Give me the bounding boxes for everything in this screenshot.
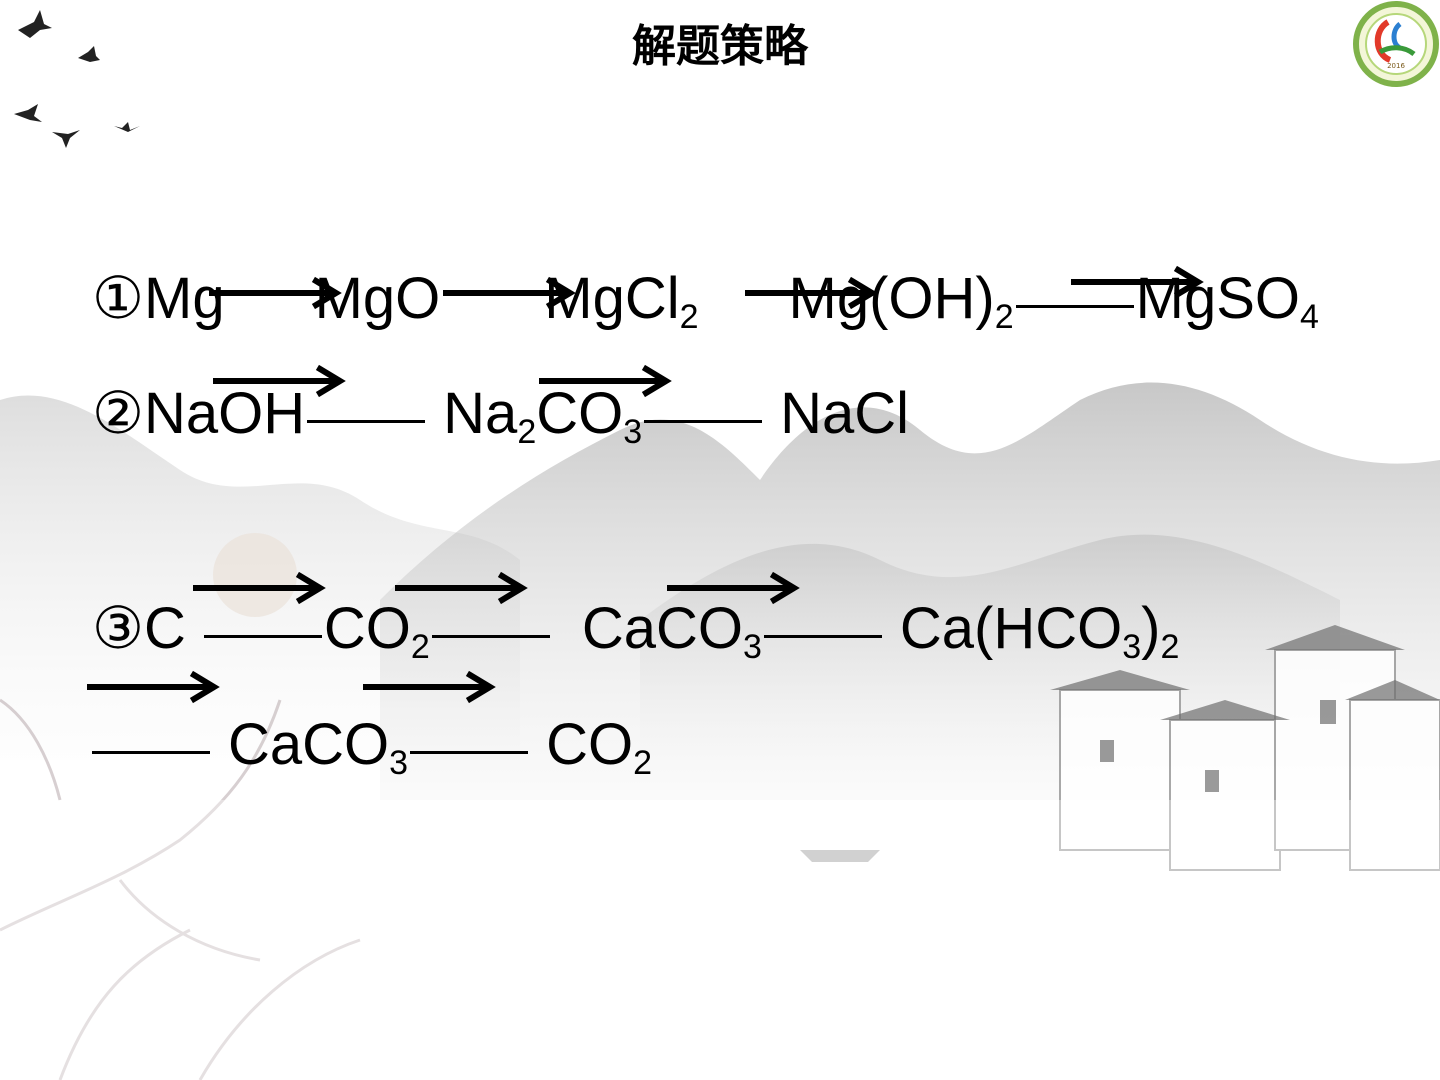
- species-mg-oh-2: Mg(OH)2: [788, 266, 1014, 336]
- species-mgo: MgO: [314, 266, 441, 331]
- arrow-icon: [395, 571, 528, 605]
- species-mgcl2: MgCl2: [544, 266, 699, 336]
- species-co2: CO2: [323, 596, 430, 666]
- arrow-icon: [363, 670, 496, 704]
- arrow-icon: [213, 364, 346, 398]
- arrow-icon: [1071, 265, 1204, 299]
- equation-line-4: CaCO3 CO2: [92, 712, 652, 782]
- arrow-icon: [443, 276, 576, 310]
- equation-line-3: ③C CO2 CaCO3 Ca(HCO3)2: [92, 596, 1180, 666]
- species-mg: Mg: [144, 266, 225, 331]
- logo-year: 2016: [1387, 62, 1405, 70]
- circled-number-2: ②: [92, 381, 144, 446]
- species-caco3-2: CaCO3: [228, 712, 409, 782]
- species-naoh: NaOH: [144, 381, 306, 446]
- arrow-icon: [193, 571, 326, 605]
- species-nacl: NaCl: [780, 381, 910, 446]
- equation-line-2: ②NaOH Na2CO3 NaCl: [92, 381, 910, 451]
- arrow-icon: [745, 276, 878, 310]
- arrow-icon: [209, 276, 342, 310]
- species-na2co3: Na2CO3: [443, 381, 643, 451]
- circled-number-1: ①: [92, 266, 144, 331]
- slide-title: 解题策略: [632, 21, 808, 72]
- species-c: C: [144, 596, 186, 661]
- circled-number-3: ③: [92, 596, 144, 661]
- species-ca-hco3-2: Ca(HCO3)2: [899, 596, 1180, 666]
- birds-decoration: [14, 10, 140, 148]
- arrow-icon: [539, 364, 672, 398]
- school-logo-icon: 2016: [1353, 1, 1439, 87]
- species-caco3: CaCO3: [581, 596, 762, 666]
- species-co2-2: CO2: [546, 712, 652, 782]
- arrow-icon: [667, 571, 800, 605]
- arrow-icon: [87, 670, 220, 704]
